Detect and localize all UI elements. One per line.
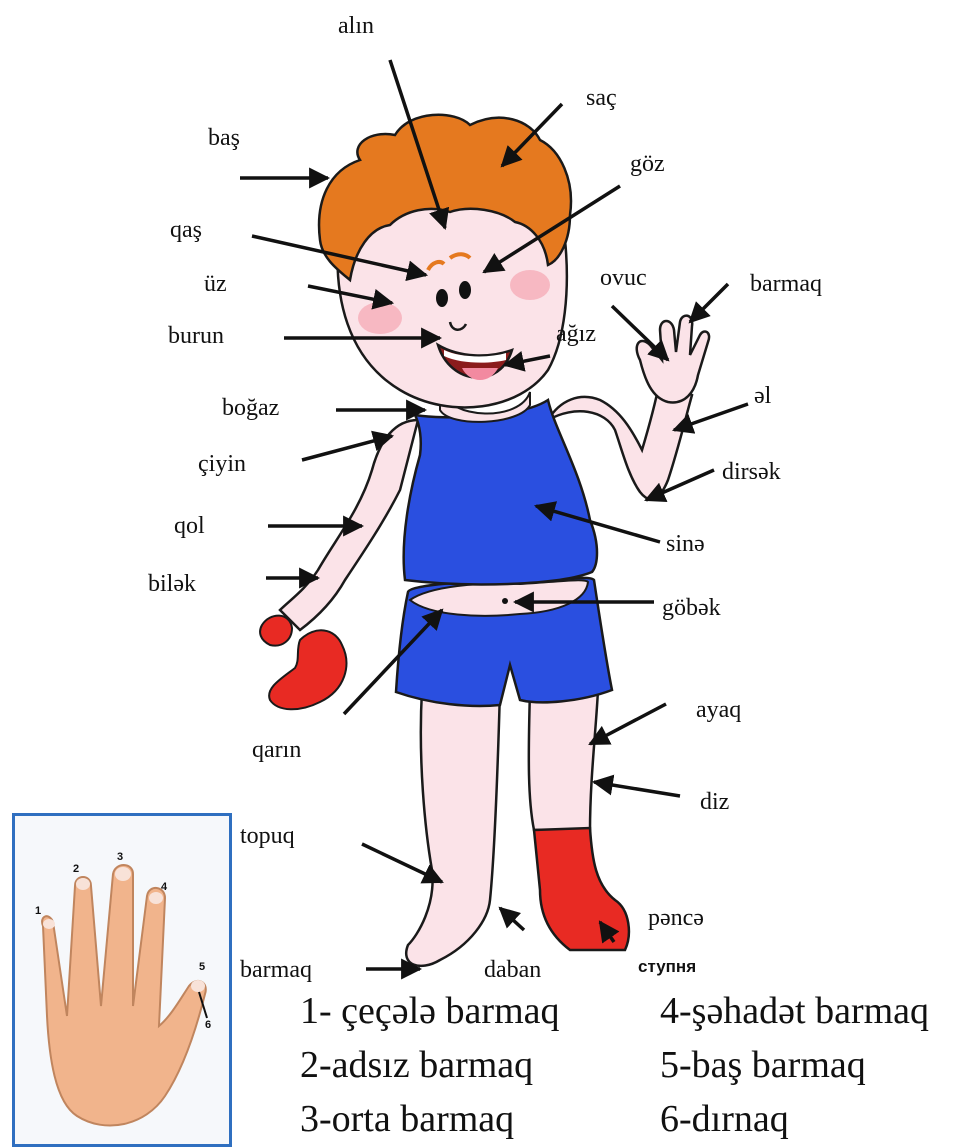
- label-daban: daban: [484, 958, 541, 982]
- raised-hand: [637, 316, 709, 403]
- arrow-ayaq: [590, 704, 666, 744]
- red-sock-foot: [534, 828, 629, 950]
- legend-item-6: 6-dırnaq: [660, 1100, 789, 1138]
- label-dirsek: dirsək: [722, 460, 781, 484]
- finger-number-5: 5: [199, 962, 205, 973]
- label-burun: burun: [168, 324, 224, 348]
- label-ovuc: ovuc: [600, 266, 647, 290]
- finger-number-6: 6: [205, 1020, 211, 1031]
- right-cheek: [510, 270, 550, 300]
- right-eye: [459, 281, 471, 299]
- label-bogaz: boğaz: [222, 396, 279, 420]
- legend-item-1: 1- çeçələ barmaq: [300, 992, 560, 1030]
- left-leg: [406, 690, 500, 966]
- label-qol: qol: [174, 514, 205, 538]
- arrow-daban: [500, 908, 524, 930]
- hand-palm: [42, 865, 206, 1126]
- label-goz: göz: [630, 152, 665, 176]
- label-sac: saç: [586, 86, 617, 110]
- label-stupnya: ступня: [638, 958, 696, 975]
- arrow-barmaq-top: [690, 284, 728, 322]
- label-gobek: göbək: [662, 596, 721, 620]
- label-ayaq: ayaq: [696, 698, 741, 722]
- left-eye: [436, 289, 448, 307]
- label-uz: üz: [204, 272, 227, 296]
- label-topuq: topuq: [240, 824, 295, 848]
- hand-illustration: [15, 816, 229, 1144]
- label-alin: alın: [338, 14, 374, 38]
- label-sine: sinə: [666, 532, 705, 556]
- label-ciyin: çiyin: [198, 452, 246, 476]
- right-leg: [529, 690, 598, 830]
- navel: [502, 598, 508, 604]
- left-cheek: [358, 302, 402, 334]
- label-bas: baş: [208, 126, 240, 150]
- red-mitten-small: [260, 616, 292, 646]
- label-diz: diz: [700, 790, 729, 814]
- label-barmaq-bottom: barmaq: [240, 958, 312, 982]
- finger-number-1: 1: [35, 906, 41, 917]
- legend-item-5: 5-baş barmaq: [660, 1046, 866, 1084]
- arrow-diz: [594, 782, 680, 796]
- label-barmaq-top: barmaq: [750, 272, 822, 296]
- label-qarin: qarın: [252, 738, 301, 762]
- finger-inset: 1 2 3 4 5 6: [12, 813, 232, 1147]
- label-agiz: ağız: [556, 322, 596, 346]
- legend-item-3: 3-orta barmaq: [300, 1100, 514, 1138]
- shirt: [404, 400, 597, 584]
- label-pence: pəncə: [648, 906, 704, 930]
- finger-number-3: 3: [117, 852, 123, 863]
- legend-item-4: 4-şəhadət barmaq: [660, 992, 929, 1030]
- finger-number-4: 4: [161, 882, 167, 893]
- legend-item-2: 2-adsız barmaq: [300, 1046, 533, 1084]
- finger-number-2: 2: [73, 864, 79, 875]
- label-bilek: bilək: [148, 572, 196, 596]
- label-el: əl: [754, 384, 771, 408]
- label-qas: qaş: [170, 218, 202, 242]
